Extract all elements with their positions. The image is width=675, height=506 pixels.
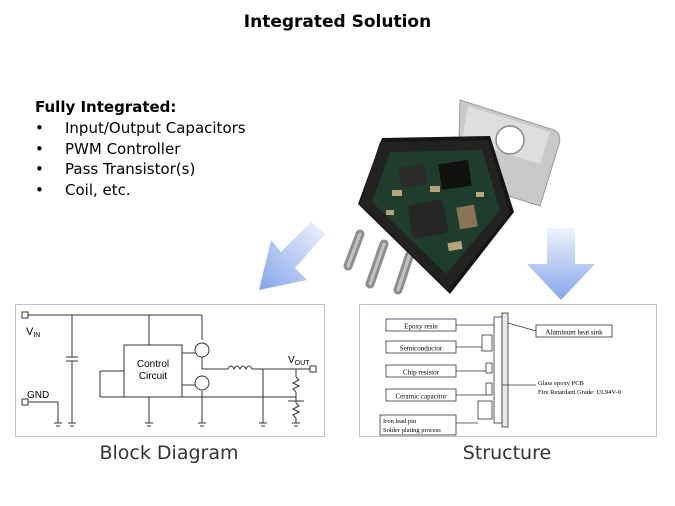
svg-text:VOUT: VOUT <box>288 355 310 367</box>
structure-caption: Structure <box>462 442 552 464</box>
module-photo <box>343 99 561 295</box>
feature-item: Input/Output Capacitors <box>35 118 246 139</box>
structure-panel: Epoxy resin Semiconductor Chip resistor … <box>359 304 657 437</box>
arrow-to-structure-icon <box>527 228 595 300</box>
feature-item: PWM Controller <box>35 139 246 160</box>
label-iron-lead-pin: Iron lead pin <box>383 418 417 425</box>
block-diagram: VIN GND VOUT Control Circuit <box>21 311 317 427</box>
svg-text:VIN: VIN <box>26 326 40 339</box>
structure-diagram: Epoxy resin Semiconductor Chip resistor … <box>379 312 621 436</box>
arrow-to-block-diagram-icon <box>259 222 325 290</box>
block-diagram-caption: Block Diagram <box>99 442 239 464</box>
label-glass-epoxy-pcb: Glass epoxy PCB <box>538 380 585 387</box>
vin-subscript: IN <box>33 332 40 339</box>
control-label-line2: Circuit <box>139 371 168 382</box>
module-body <box>358 136 514 294</box>
label-chip-resistor: Chip resistor <box>403 369 440 377</box>
vout-subscript: OUT <box>295 360 311 367</box>
gnd-label: GND <box>27 390 49 401</box>
feature-items: Input/Output Capacitors PWM Controller P… <box>35 118 246 200</box>
control-label-line1: Control <box>137 359 169 370</box>
feature-item: Pass Transistor(s) <box>35 159 246 180</box>
feature-heading: Fully Integrated: <box>35 98 177 116</box>
feature-list: Fully Integrated: Input/Output Capacitor… <box>35 98 246 200</box>
block-diagram-panel: VIN GND VOUT Control Circuit <box>15 304 325 437</box>
vout-label: V <box>288 355 295 366</box>
label-semiconductor: Semiconductor <box>400 345 443 353</box>
vin-label: V <box>26 326 34 338</box>
feature-item: Coil, etc. <box>35 180 246 201</box>
page-title: Integrated Solution <box>243 12 432 32</box>
lead-pins <box>343 229 415 295</box>
label-ceramic-capacitor: Ceramic capacitor <box>395 393 447 401</box>
label-fire-retardant: Fire Retardant Grade: UL94V-0 <box>538 389 621 396</box>
label-heat-sink: Aluminum heat sink <box>545 329 603 337</box>
label-solder-plating: Solder plating process <box>383 427 441 434</box>
label-epoxy-resin: Epoxy resin <box>404 323 438 331</box>
